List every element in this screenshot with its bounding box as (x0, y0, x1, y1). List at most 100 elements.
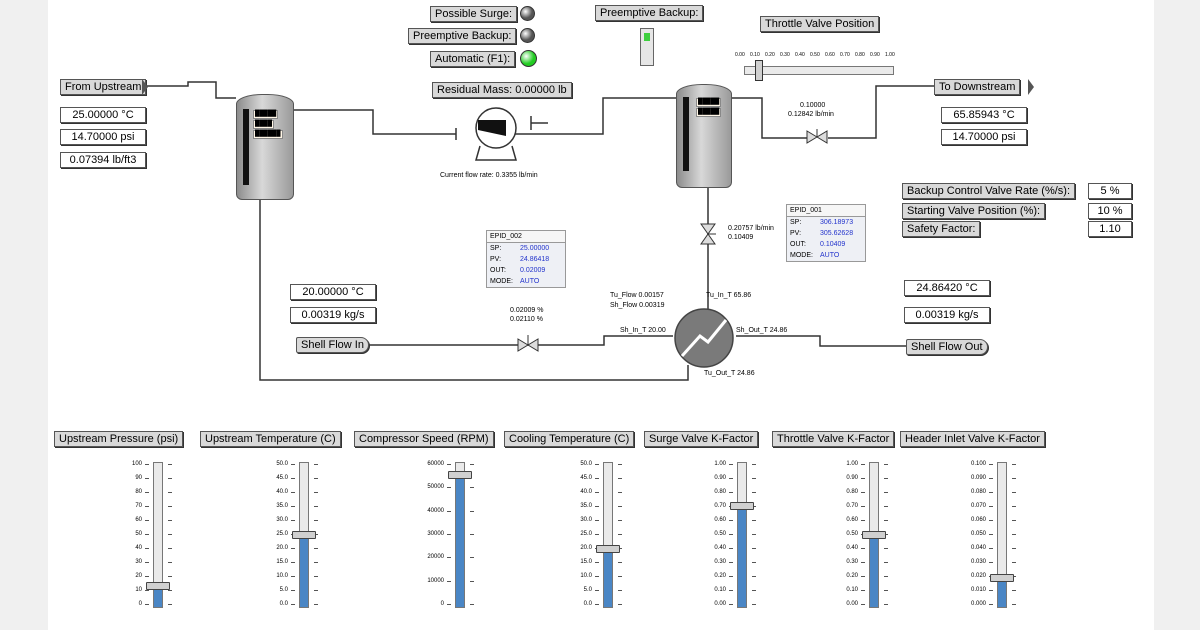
possible-surge-indicator (520, 6, 535, 21)
slider-tick-mark (884, 548, 888, 549)
compressor-icon[interactable] (466, 102, 526, 166)
shell-valve-position-value: 0.02009 % (510, 307, 544, 314)
throttle-tick-label: 0.50 (810, 52, 820, 58)
automatic-label: Automatic (F1): (430, 51, 516, 67)
slider-track[interactable] (153, 462, 163, 608)
slider-tick-label: 80 (135, 489, 142, 495)
slider-tick-label: 0.080 (970, 489, 986, 495)
slider-tick-label: 90 (135, 475, 142, 481)
slider-tick-label: 10000 (427, 577, 444, 584)
throttle-valve-slider-track[interactable] (744, 66, 894, 75)
slider-tick-mark (861, 492, 865, 493)
slider-tick-mark (752, 576, 756, 577)
slider-tick-mark (291, 464, 295, 465)
slider-tick-mark (447, 557, 451, 559)
slider-tick-mark (447, 487, 451, 489)
slider-tick-label: 0.00 (846, 601, 858, 607)
slider-tick-mark (884, 562, 888, 563)
slider-tick-label: 35.0 (276, 503, 288, 509)
pid-001-pv: 305.62628 (820, 230, 854, 237)
starting-valve-position-input[interactable]: 10 % (1088, 203, 1132, 219)
slider-tick-mark (1012, 520, 1016, 521)
slider-tick-mark (447, 534, 451, 535)
upstream-tank-tag-1: █████ (253, 110, 279, 119)
throttle-tick-label: 0.60 (825, 52, 835, 58)
slider-tick-mark (884, 604, 888, 605)
pid-002-out: 0.02009 (520, 267, 546, 274)
preemptive-backup-indicator (520, 28, 535, 43)
slider-tick-mark (729, 520, 733, 521)
safety-factor-input[interactable]: 1.10 (1088, 221, 1132, 237)
slider-tick-label: 30.0 (580, 517, 592, 523)
slider-tick-mark (884, 492, 888, 493)
slider-tick-mark (861, 590, 865, 591)
slider-tick-mark (168, 506, 172, 507)
slider-tick-label: 0.070 (970, 503, 986, 509)
throttle-valve-icon[interactable] (805, 128, 829, 146)
slider-thumb[interactable] (730, 502, 754, 511)
upstream-pressure-value: 14.70000 psi (60, 129, 146, 145)
slider-tick-label: 15.0 (580, 559, 592, 565)
surge-valve-icon[interactable] (698, 222, 718, 246)
slider-tick-mark (861, 520, 865, 521)
slider-fill (870, 535, 878, 607)
pid-002-mode: AUTO (520, 278, 540, 285)
slider-tick-mark (314, 590, 318, 591)
slider-track[interactable] (997, 462, 1007, 608)
slider-tick-label: 25.0 (276, 531, 288, 537)
throttle-tick-label: 0.30 (780, 52, 790, 58)
slider-thumb[interactable] (292, 531, 316, 539)
throttle-valve-position-value: 0.10000 (800, 102, 826, 109)
backup-control-rate-input[interactable]: 5 % (1088, 183, 1132, 199)
slider-tick-mark (752, 464, 756, 465)
slider-1-label: Upstream Temperature (C) (200, 431, 341, 447)
pid-002-faceplate[interactable]: EPID_002 SP:25.00000 PV:24.86418 OUT:0.0… (486, 230, 566, 288)
slider-tick-mark (618, 604, 622, 605)
slider-tick-mark (752, 562, 756, 563)
slider-tick-mark (291, 478, 295, 479)
slider-tick-label: 15.0 (276, 559, 288, 565)
slider-track[interactable] (603, 462, 613, 608)
shell-valve-icon[interactable] (516, 334, 540, 354)
slider-tick-mark (314, 604, 318, 605)
upstream-density-value: 0.07394 lb/ft3 (60, 152, 146, 168)
slider-tick-label: 0.30 (714, 559, 726, 565)
slider-tick-label: 100 (131, 461, 142, 467)
slider-track[interactable] (455, 462, 465, 608)
slider-tick-mark (989, 534, 993, 535)
slider-tick-label: 0.60 (846, 517, 858, 523)
slider-tick-mark (618, 478, 622, 479)
slider-fill (738, 506, 746, 607)
slider-tick-mark (595, 492, 599, 493)
slider-tick-label: 0.100 (970, 461, 986, 467)
to-downstream-arrow-icon (1028, 79, 1034, 95)
slider-fill (998, 578, 1006, 607)
slider-tick-label: 20.0 (580, 545, 592, 551)
preemptive-backup-switch[interactable] (640, 28, 654, 66)
downstream-temperature-value: 65.85943 °C (941, 107, 1027, 123)
upstream-tank-tag-3: ██████ (253, 130, 283, 139)
slider-tick-label: 0.050 (970, 531, 986, 537)
slider-tick-mark (291, 548, 295, 549)
throttle-valve-slider-thumb[interactable] (755, 60, 764, 81)
slider-tick-label: 50000 (427, 484, 444, 491)
slider-thumb[interactable] (596, 545, 620, 554)
slider-tick-mark (145, 478, 149, 479)
slider-tick-label: 0.40 (714, 545, 726, 551)
slider-thumb[interactable] (990, 574, 1014, 583)
pid-001-faceplate[interactable]: EPID_001 SP:306.18973 PV:305.62628 OUT:0… (786, 204, 866, 262)
slider-tick-mark (752, 534, 756, 535)
slider-track[interactable] (737, 462, 747, 608)
slider-thumb[interactable] (146, 581, 170, 590)
slider-tick-mark (447, 464, 451, 465)
slider-tick-label: 0.90 (714, 475, 726, 481)
slider-tick-mark (729, 478, 733, 479)
slider-tick-mark (314, 464, 318, 465)
slider-tick-mark (595, 464, 599, 465)
slider-fill (300, 535, 308, 607)
slider-tick-mark (618, 506, 622, 507)
slider-thumb[interactable] (448, 470, 472, 479)
slider-thumb[interactable] (862, 531, 886, 539)
